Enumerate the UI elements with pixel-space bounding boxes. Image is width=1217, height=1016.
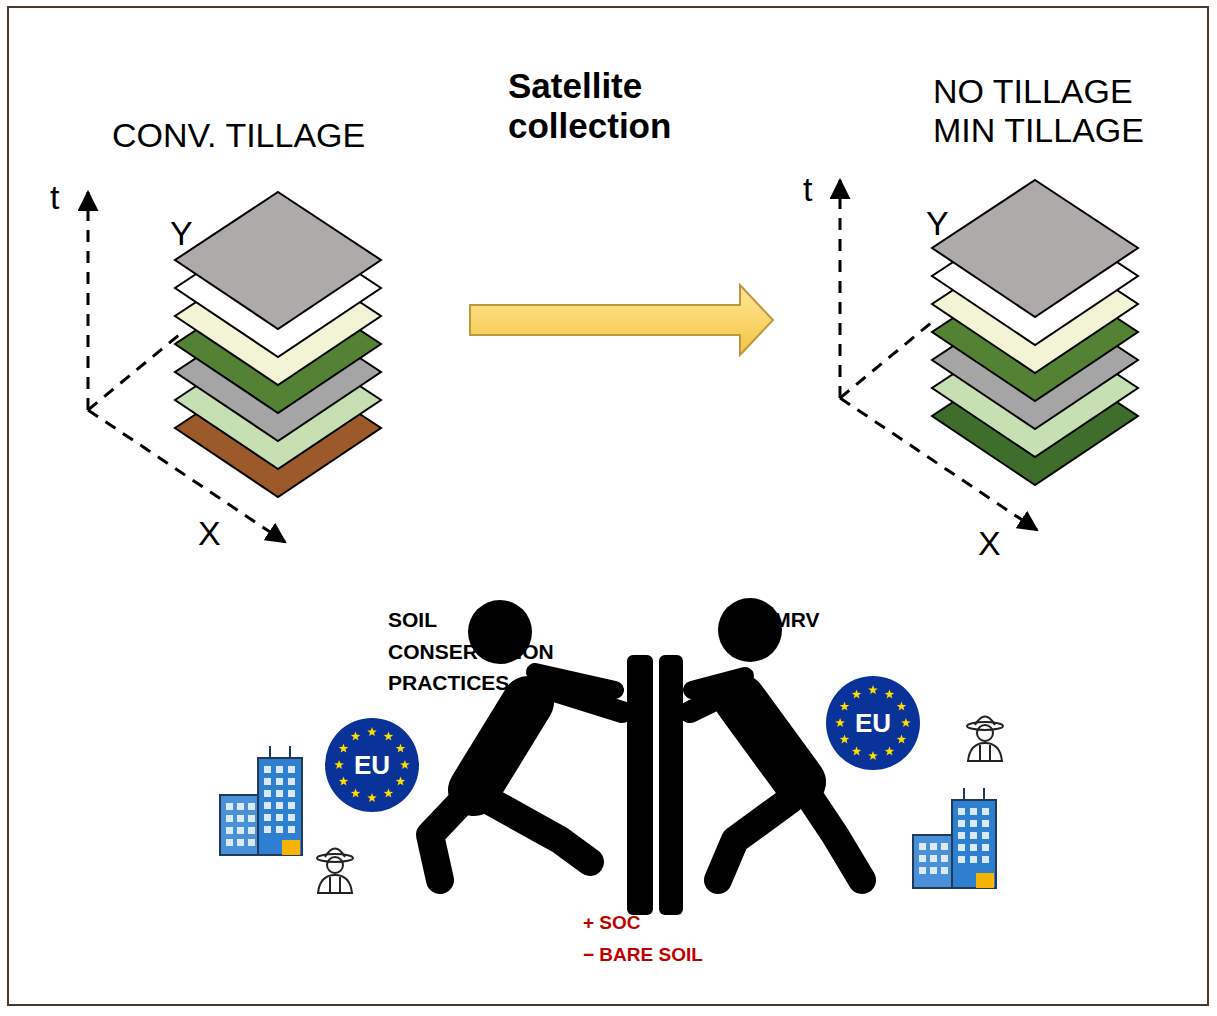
satellite-arrow	[470, 285, 773, 355]
farmer-icon	[967, 717, 1003, 762]
door-bar	[627, 655, 653, 915]
arrow-label: Satellite collection	[508, 66, 708, 147]
axis-label: Y	[170, 214, 193, 253]
axis-label: X	[198, 514, 221, 553]
axis-label: t	[803, 170, 812, 209]
actor-label: SOC MRV	[722, 608, 820, 632]
outcome-label: − BARE SOIL	[583, 944, 703, 966]
data-layer	[932, 180, 1138, 317]
farmer-icon	[317, 849, 353, 894]
eu-flag-circle: EU	[325, 718, 419, 812]
outcome-label: + SOC	[583, 912, 641, 934]
door-bar	[659, 655, 683, 915]
flag-text: EU	[354, 750, 390, 781]
panel-title: NO TILLAGE MIN TILLAGE	[933, 72, 1203, 150]
flag-text: EU	[855, 708, 891, 739]
building-icon	[220, 746, 302, 855]
actor-label: SOIL CONSERVATION PRACTICES	[388, 604, 588, 699]
eu-flag-circle: EU	[826, 676, 920, 770]
frame	[8, 7, 1208, 1005]
building-icon	[913, 788, 996, 888]
panel-title: CONV. TILLAGE	[112, 116, 365, 155]
axis-label: t	[50, 178, 59, 217]
axis-label: X	[978, 524, 1001, 563]
axis-label: Y	[926, 204, 949, 243]
layer-stacks	[175, 180, 1138, 497]
data-layer	[175, 192, 381, 329]
